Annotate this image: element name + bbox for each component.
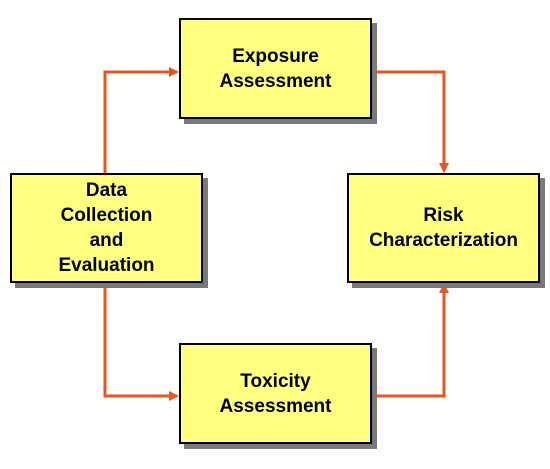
arrow-exposure-to-risk xyxy=(372,70,449,173)
toxicity-assessment-label: Toxicity Assessment xyxy=(219,370,332,417)
toxicity-assessment-box: Toxicity Assessment xyxy=(179,343,372,444)
arrow-toxicity-to-risk xyxy=(372,283,449,398)
risk-characterization-box: Risk Characterization xyxy=(347,173,540,283)
arrow-data-to-exposure xyxy=(103,67,179,173)
arrow-data-to-toxicity xyxy=(103,283,179,401)
data-collection-label: Data Collection and Evaluation xyxy=(58,180,155,276)
exposure-assessment-box: Exposure Assessment xyxy=(179,18,372,119)
exposure-assessment-label: Exposure Assessment xyxy=(219,45,332,92)
data-collection-box: Data Collection and Evaluation xyxy=(10,173,203,283)
risk-characterization-label: Risk Characterization xyxy=(369,205,518,251)
